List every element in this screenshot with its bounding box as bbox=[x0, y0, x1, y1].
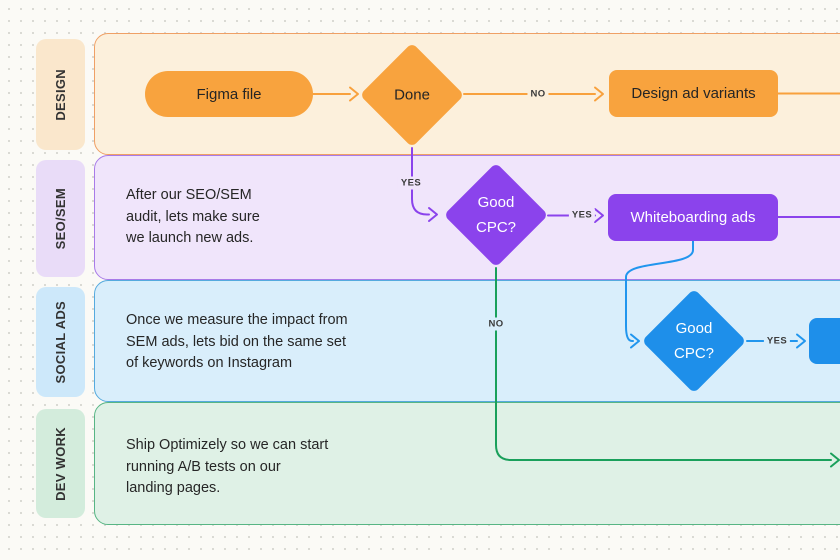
lane-chip-dev-work[interactable]: DEV WORK bbox=[36, 409, 85, 518]
note-social-ads[interactable]: Once we measure the impact from SEM ads,… bbox=[126, 310, 348, 375]
lane-chip-dev-work-label: DEV WORK bbox=[53, 426, 68, 501]
edge-label-yes: YES bbox=[568, 208, 596, 222]
note-seo-sem[interactable]: After our SEO/SEM audit, lets make sure … bbox=[126, 185, 260, 250]
note-line: audit, lets make sure bbox=[126, 208, 260, 225]
lane-chip-seo-sem-label: SEO/SEM bbox=[53, 187, 68, 250]
lane-chip-design[interactable]: DESIGN bbox=[36, 39, 85, 150]
lane-chip-social-ads-label: SOCIAL ADS bbox=[53, 300, 68, 384]
note-line: of keywords on Instagram bbox=[126, 355, 293, 371]
node-figma-file[interactable]: Figma file bbox=[145, 71, 313, 117]
node-figma-file-label: Figma file bbox=[196, 85, 262, 103]
node-good-cpc-social[interactable]: Good CPC? bbox=[641, 288, 747, 394]
lane-chip-design-label: DESIGN bbox=[53, 68, 68, 121]
node-done-decision[interactable]: Done bbox=[359, 42, 465, 148]
edge-label-yes: YES bbox=[763, 334, 791, 348]
edge-label-no: NO bbox=[527, 87, 549, 101]
note-line: Once we measure the impact from bbox=[126, 312, 348, 328]
note-line: Ship Optimizely so we can start bbox=[126, 437, 329, 453]
node-design-ad-variants[interactable]: Design ad variants bbox=[609, 70, 778, 117]
node-good-cpc-sem-label: Good CPC? bbox=[475, 194, 516, 236]
node-whiteboarding-ads[interactable]: Whiteboarding ads bbox=[608, 194, 778, 241]
lane-chip-seo-sem[interactable]: SEO/SEM bbox=[36, 160, 85, 277]
node-whiteboarding-ads-label: Whiteboarding ads bbox=[630, 209, 756, 226]
note-line: SEM ads, lets bid on the same set bbox=[126, 333, 347, 350]
node-done-label: Done bbox=[394, 86, 430, 104]
node-good-cpc-social-label: Good CPC? bbox=[673, 320, 714, 362]
edge-label-no: NO bbox=[485, 317, 507, 331]
note-dev-work[interactable]: Ship Optimizely so we can start running … bbox=[126, 435, 328, 500]
node-good-cpc-sem[interactable]: Good CPC? bbox=[443, 162, 549, 268]
edge-label-yes: YES bbox=[397, 176, 425, 190]
note-line: After our SEO/SEM bbox=[126, 187, 252, 203]
node-offscreen-right[interactable] bbox=[809, 318, 840, 364]
note-line: running A/B tests on our bbox=[126, 458, 281, 475]
note-line: we launch new ads. bbox=[126, 230, 254, 246]
note-line: landing pages. bbox=[126, 480, 221, 496]
node-design-ad-variants-label: Design ad variants bbox=[631, 85, 756, 102]
lane-chip-social-ads[interactable]: SOCIAL ADS bbox=[36, 287, 85, 397]
